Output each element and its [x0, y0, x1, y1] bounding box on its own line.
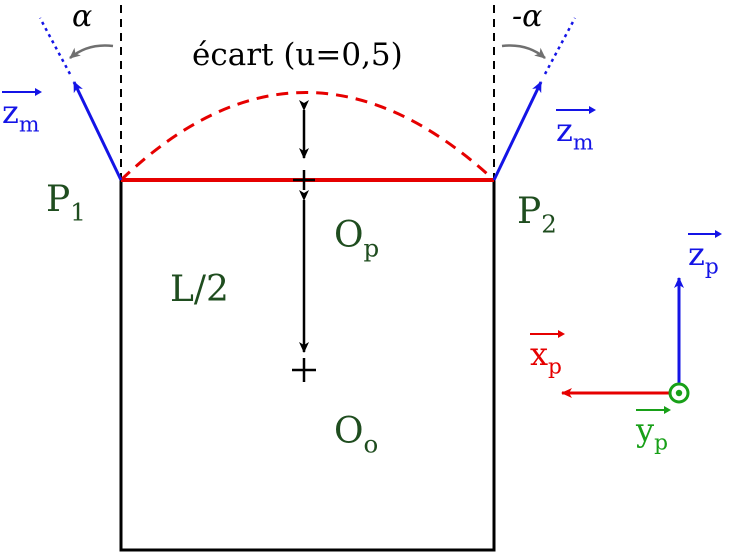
zm-extension-right	[543, 17, 577, 75]
zp-label: zp	[688, 230, 722, 280]
xp-label: xp	[530, 330, 565, 380]
alpha-label-left: α	[72, 0, 93, 34]
point-p2-label: P2	[517, 191, 557, 239]
yp-label: yp	[636, 406, 672, 456]
cross-op	[293, 170, 315, 190]
half-length-label: L/2	[170, 269, 229, 310]
origin-op-label: Op	[334, 215, 380, 263]
alpha-label-right: -α	[512, 0, 543, 34]
gap-label: écart (u=0,5)	[192, 37, 403, 73]
alpha-rotation-right	[501, 44, 546, 59]
zm-vector-right	[492, 81, 543, 181]
yp-axis-out-of-plane	[668, 382, 690, 404]
box-outline	[119, 180, 496, 552]
zm-label-right: zm	[556, 106, 598, 156]
alpha-rotation-left	[69, 44, 114, 59]
deflection-curve	[119, 91, 496, 182]
cross-oo	[292, 358, 316, 382]
zm-label-left: zm	[2, 88, 44, 138]
zm-vector-left	[72, 81, 123, 181]
zm-extension-left	[38, 17, 72, 75]
origin-oo-label: Oo	[334, 411, 379, 459]
point-p1-label: P1	[46, 179, 86, 227]
